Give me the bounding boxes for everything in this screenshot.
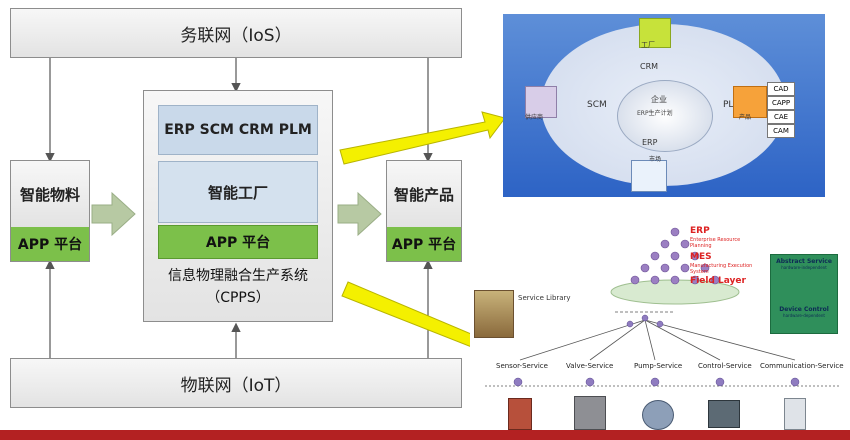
service-library-label: Service Library xyxy=(518,294,571,302)
enterprise-center-sub: ERP生产计划 xyxy=(637,110,673,117)
cad-tag: CAD xyxy=(767,82,795,96)
erp-label: ERP xyxy=(642,138,658,147)
smart-factory-label: 智能工厂 xyxy=(207,183,268,202)
cae-tag: CAE xyxy=(767,110,795,124)
service-architecture-diagram: ERP Enterprise Resource Planning MES Man… xyxy=(470,220,850,435)
cpps-caption-line2: （CPPS） xyxy=(206,290,270,306)
customer-icon xyxy=(631,160,667,192)
iot-box: 物联网（IoT） xyxy=(10,358,462,408)
cam-tag: CAM xyxy=(767,124,795,138)
enterprise-diagram: 工厂 CRM SCM PLM ERP 企业 ERP生产计划 供应商 产品 市场 … xyxy=(503,14,825,197)
ios-box: 务联网（IoS） xyxy=(10,8,462,58)
smart-material-label: 智能物料 xyxy=(19,185,80,204)
pump-service-label: Pump-Service xyxy=(634,362,683,370)
mes-layer-label: MES xyxy=(690,252,712,262)
mes-layer-sub: Manufacturing Execution System xyxy=(690,263,753,275)
communication-device-image xyxy=(784,398,806,430)
supplier-label: 供应商 xyxy=(525,114,544,121)
factory-label: 工厂 xyxy=(641,41,655,49)
customer-label: 市场 xyxy=(649,156,662,163)
valve-service-label: Valve-Service xyxy=(566,362,614,370)
service-network-lines xyxy=(485,311,840,387)
sensor-service-label: Sensor-Service xyxy=(496,362,548,370)
capp-tag: CAPP xyxy=(767,96,795,110)
material-app-label: APP 平台 xyxy=(17,237,83,253)
product-app-label: APP 平台 xyxy=(391,237,457,253)
bottom-red-bar xyxy=(0,430,850,440)
scm-label: SCM xyxy=(587,100,607,110)
service-library-icon xyxy=(474,290,514,338)
cpps-app-label: APP 平台 xyxy=(205,235,271,251)
control-device-image xyxy=(708,400,740,428)
supplier-icon xyxy=(525,86,557,118)
cpps-diagram: 务联网（IoS） 物联网（IoT） 智能物料 APP 平台 ERP SCM CR… xyxy=(10,8,462,408)
pyramid-graphic xyxy=(610,227,740,305)
inner-ring xyxy=(617,80,713,152)
enterprise-center-label: 企业 xyxy=(651,95,667,104)
field-layer-label: Field Layer xyxy=(690,276,746,286)
smart-material-box: 智能物料 APP 平台 xyxy=(10,160,90,262)
cpps-app-box: APP 平台 xyxy=(158,225,318,259)
iot-label: 物联网（IoT） xyxy=(180,375,292,396)
smart-product-label: 智能产品 xyxy=(393,185,454,204)
device-control-sub: hardware-dependent xyxy=(783,313,825,318)
plm-label: PLM xyxy=(723,100,741,110)
product-icon xyxy=(733,86,767,118)
smart-factory-box: 智能工厂 xyxy=(158,161,318,223)
erp-scm-crm-plm-box: ERP SCM CRM PLM xyxy=(158,105,318,155)
flow-arrow-left xyxy=(91,191,136,237)
cpps-box: ERP SCM CRM PLM 智能工厂 APP 平台 信息物理融合生产系统 （… xyxy=(143,90,333,322)
abstract-service-sub: hardware-independent xyxy=(781,265,827,270)
factory-icon xyxy=(639,18,671,48)
erp-layer-label: ERP xyxy=(690,226,710,236)
sensor-device-image xyxy=(508,398,532,430)
valve-device-image xyxy=(574,396,606,430)
product-label: 产品 xyxy=(739,114,752,121)
cpps-caption: 信息物理融合生产系统 （CPPS） xyxy=(144,265,332,309)
erp-scm-crm-plm-label: ERP SCM CRM PLM xyxy=(164,122,312,138)
ios-label: 务联网（IoS） xyxy=(180,25,292,46)
device-control-title: Device Control xyxy=(779,306,829,313)
smart-product-box: 智能产品 APP 平台 xyxy=(386,160,462,262)
communication-service-label: Communication-Service xyxy=(760,362,844,370)
erp-layer-sub: Enterprise Resource Planning xyxy=(690,237,741,249)
pump-device-image xyxy=(642,400,674,430)
abstract-service-title: Abstract Service xyxy=(776,258,832,265)
flow-arrow-right xyxy=(337,191,382,237)
cpps-caption-line1: 信息物理融合生产系统 xyxy=(168,268,308,284)
control-service-label: Control-Service xyxy=(698,362,752,370)
abstract-service-panel: Abstract Service hardware-independent De… xyxy=(770,254,838,334)
crm-label: CRM xyxy=(640,62,659,71)
